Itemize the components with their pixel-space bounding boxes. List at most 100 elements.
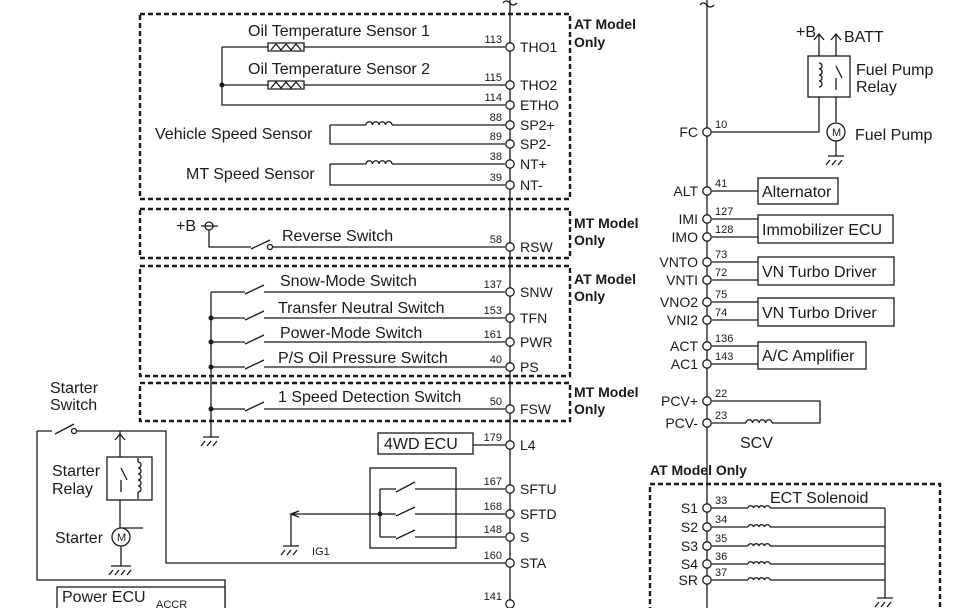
shift-switch-wiring	[289, 481, 505, 546]
terminal-circle	[702, 315, 712, 325]
oil-temp-wiring	[221, 46, 505, 106]
terminal-circle	[702, 297, 712, 307]
junction-dot	[208, 364, 214, 370]
break-mark-left	[502, 0, 518, 6]
scv-label: SCV	[740, 435, 773, 452]
scv-coil-icon	[745, 419, 773, 424]
fuel-pump-relay-label-1: Fuel Pump	[856, 62, 933, 79]
plus-b-right-label: +B	[796, 24, 816, 41]
terminal-circle	[505, 42, 515, 52]
fuel-pump-label: Fuel Pump	[855, 127, 932, 144]
speed-detect-switch-wiring	[211, 401, 505, 412]
vn-turbo-driver-1-box	[757, 256, 895, 286]
terminal-name: VNO2	[660, 294, 698, 310]
terminal-name: RSW	[520, 239, 553, 255]
terminal-name: NT-	[520, 177, 543, 193]
terminal-circle	[505, 180, 515, 190]
junction-dot	[219, 82, 225, 88]
vn-turbo-driver-2-box	[757, 297, 895, 327]
shift-switch-box	[369, 467, 457, 549]
power-ecu-label: Power ECU	[62, 589, 146, 606]
terminal-name: S2	[681, 519, 698, 535]
plus-b-label: +B	[176, 218, 196, 235]
ecu-4wd-box	[377, 432, 474, 455]
fuel-pump-relay-box	[807, 55, 851, 98]
terminal-pin-number: 128	[715, 224, 733, 236]
terminal-pin-number: 179	[484, 432, 502, 444]
terminal-circle	[505, 313, 515, 323]
terminal-circle	[505, 159, 515, 169]
terminal-circle	[702, 522, 712, 532]
note-at-model-2: AT Model	[574, 271, 636, 287]
terminal-pin-number: 161	[484, 329, 502, 341]
ac-amplifier-wiring	[712, 345, 758, 365]
reverse-switch-wiring	[201, 225, 505, 250]
terminal-name: PS	[520, 359, 539, 375]
starter-label: Starter	[55, 530, 104, 547]
speed-detection-switch-label: 1 Speed Detection Switch	[278, 389, 461, 406]
terminal-circle	[505, 139, 515, 149]
terminal-name: SR	[679, 572, 698, 588]
terminal-pin-number: 36	[715, 551, 727, 563]
starter-motor-letter: M	[117, 532, 126, 544]
note-at-model-1-only: Only	[574, 34, 605, 50]
reverse-switch-contact	[266, 243, 274, 251]
alternator-label: Alternator	[762, 184, 832, 201]
terminal-pin-number: 137	[484, 279, 502, 291]
terminal-pin-number: 22	[715, 388, 727, 400]
oil-temp-sensor-1-label: Oil Temperature Sensor 1	[248, 23, 430, 40]
note-mt-model-2-only: Only	[574, 401, 605, 417]
junction-dot	[377, 511, 383, 517]
terminal-name: SP2+	[520, 117, 555, 133]
terminal-pin-number: 89	[490, 131, 502, 143]
terminal-pin-number: 167	[484, 476, 502, 488]
note-mt-model-1: MT Model	[574, 215, 639, 231]
terminal-name: VNTI	[666, 272, 698, 288]
terminal-circle	[505, 484, 515, 494]
terminal-name: AC1	[671, 356, 698, 372]
terminal-circle	[702, 503, 712, 513]
terminal-circle	[505, 599, 515, 608]
power-mode-switch-label: Power-Mode Switch	[280, 325, 422, 342]
terminal-circle	[505, 558, 515, 568]
ect-coil-icons	[747, 505, 771, 581]
starter-switch-wiring	[36, 423, 505, 608]
terminal-circle	[505, 120, 515, 130]
terminal-name: TFN	[520, 310, 547, 326]
break-mark-right	[699, 2, 715, 8]
batt-label: BATT	[844, 29, 884, 46]
oil-temp-sensor-2-label: Oil Temperature Sensor 2	[248, 61, 430, 78]
terminal-name: SNW	[520, 284, 553, 300]
mt-speed-wiring	[329, 163, 505, 186]
terminal-name: NT+	[520, 156, 547, 172]
at-model-box-2	[138, 264, 572, 378]
terminal-circle	[702, 275, 712, 285]
power-ecu-box	[56, 586, 226, 608]
at-model-box-right	[648, 482, 942, 608]
terminal-name: PWR	[520, 334, 553, 350]
vn-turbo-2-wiring	[712, 301, 758, 321]
terminal-name: THO1	[520, 39, 558, 55]
terminal-pin-number: 10	[715, 119, 727, 131]
junction-dot	[208, 406, 214, 412]
terminal-circle	[702, 127, 712, 137]
terminal-name: STA	[520, 555, 547, 571]
snow-mode-switch-label: Snow-Mode Switch	[280, 273, 417, 290]
mt-model-box-2	[138, 381, 572, 423]
terminal-pin-number: 37	[715, 567, 727, 579]
terminal-circle	[702, 575, 712, 585]
terminal-circle	[505, 100, 515, 110]
note-at-model-right: AT Model Only	[650, 462, 747, 478]
fuel-pump-ground-icon	[825, 141, 844, 166]
terminal-name: PCV+	[661, 393, 698, 409]
terminal-circle	[702, 232, 712, 242]
immobilizer-ecu-box	[757, 214, 894, 244]
terminal-circle	[505, 440, 515, 450]
note-at-model-2-only: Only	[574, 288, 605, 304]
terminal-pin-number: 50	[490, 396, 502, 408]
thermistor-1-icon	[267, 42, 305, 52]
terminal-circle	[702, 186, 712, 196]
terminal-circle	[505, 404, 515, 414]
